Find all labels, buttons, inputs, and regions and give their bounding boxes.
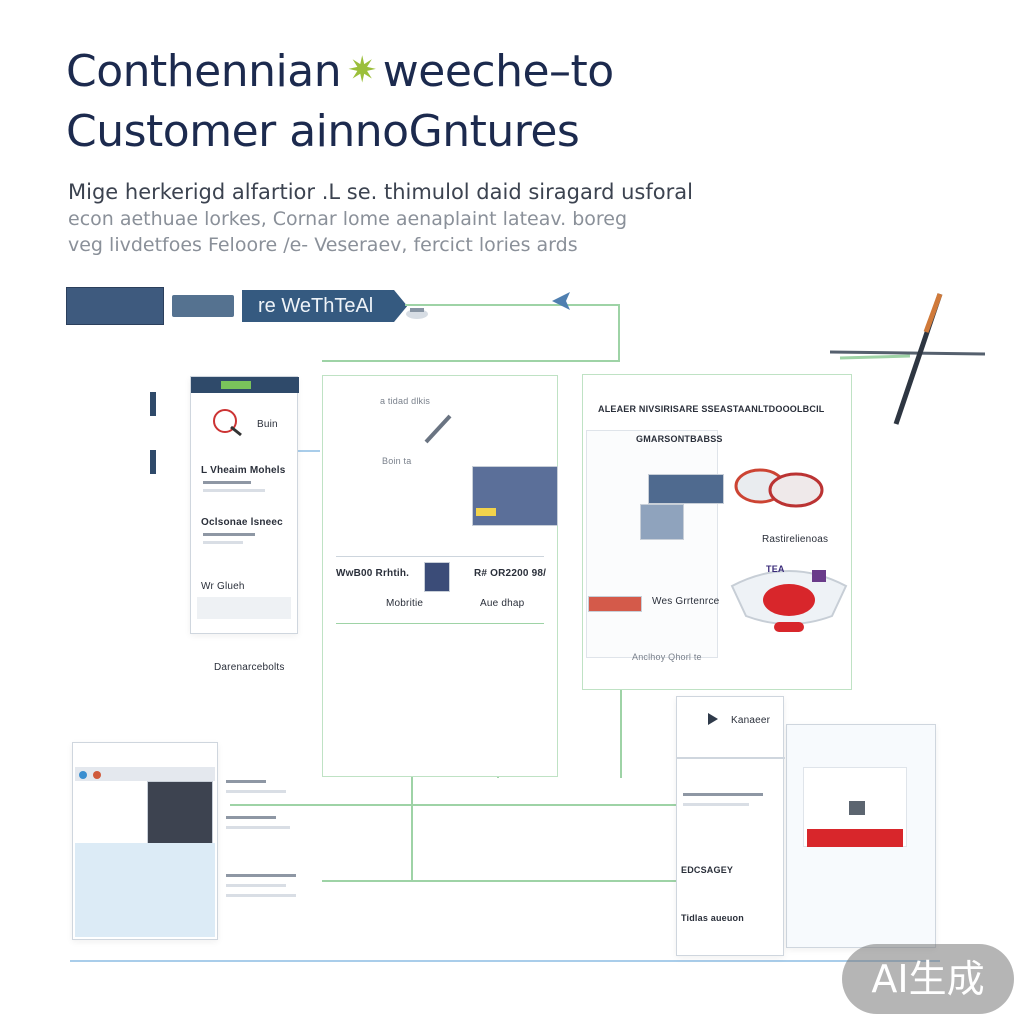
shoe-icon (734, 468, 824, 508)
intro-line-1: Mige herkerigd alfartior .L se. thimulol… (68, 180, 693, 204)
center-row-left: WwB00 Rrhtih. (336, 568, 410, 579)
arrow-right-icon (708, 713, 718, 725)
center-thumb-tag (476, 508, 496, 516)
right-photo-1 (648, 474, 724, 504)
left-edge-mark (150, 450, 156, 474)
card-content-area (75, 843, 215, 937)
card-stripe (203, 541, 243, 544)
page-title-line-2: Customer ainnoGntures (66, 106, 580, 157)
title-part-a: Conthennian (66, 46, 342, 97)
text-stripe (226, 816, 276, 819)
card-item-label: Buin (257, 419, 278, 430)
card-status-badge (221, 381, 251, 389)
card-section-3: Wr Glueh (201, 581, 245, 592)
text-stripe (226, 790, 286, 793)
text-stripe (226, 780, 266, 783)
connector-top (405, 304, 620, 306)
right-label-1: GMARSONTBABSS (636, 434, 723, 444)
right-panel-header: ALEAER NIVSIRISARE SSEASTAANLTDOOOLBCIL (598, 404, 825, 414)
left-card-footer-label: Darenarcebolts (214, 662, 285, 673)
bowl-icon (730, 570, 848, 632)
center-row (336, 556, 544, 624)
card-footer-bar (197, 597, 291, 619)
card-section-2: Oclsonae lsneec (201, 517, 283, 528)
right-label-4: Anclhoy Qhorl te (632, 652, 702, 662)
text-stripe (226, 826, 290, 829)
bottom-right-label-2: Tidlas aueuon (681, 913, 744, 923)
text-stripe (226, 874, 296, 877)
bottom-left-app-card[interactable] (72, 742, 218, 940)
bottom-right-card-back[interactable] (786, 724, 936, 948)
right-badge: TEA (766, 564, 785, 574)
red-action-button[interactable] (807, 829, 903, 847)
pen-icon (830, 293, 986, 425)
card-stripe (203, 489, 265, 492)
brush-icon (424, 414, 452, 444)
connector-bottom-h2 (322, 880, 682, 882)
left-app-card[interactable]: Buin L Vheaim Mohels Oclsonae lsneec Wr … (190, 376, 299, 634)
bottom-right-label-1: EDCSAGEY (681, 865, 734, 875)
card-divider (677, 757, 785, 759)
connector-right-v (620, 660, 622, 778)
center-sub-caption: Boin ta (382, 456, 412, 466)
ai-generated-watermark: AI生成 (842, 944, 1014, 1014)
right-label-2: Rastirelienoas (762, 534, 829, 545)
bottom-right-card-front[interactable]: Kanaeer EDCSAGEY Tidlas aueuon (676, 696, 785, 956)
center-top-caption: a tidad dlkis (380, 396, 431, 406)
card-section-1: L Vheaim Mohels (201, 465, 286, 476)
dot-icon (79, 771, 87, 779)
section-banner: re WeThTeAl (66, 286, 408, 326)
card-photo (147, 781, 213, 845)
text-stripe (683, 793, 763, 796)
text-stripe (226, 884, 286, 887)
sparkle-icon: ✷ (347, 50, 377, 91)
right-inner-card (586, 430, 718, 658)
left-edge-mark (150, 392, 156, 416)
card-stripe (203, 533, 255, 536)
card-inner-icon (849, 801, 865, 815)
card-stripe (203, 481, 251, 484)
intro-line-2: econ aethuae lorkes, Cornar lome aenapla… (68, 208, 628, 230)
pin-icon (406, 308, 428, 319)
bottom-right-title: Kanaeer (731, 715, 771, 726)
banner-logo-block (66, 287, 164, 325)
right-thumb-small (588, 596, 642, 612)
page-title-line-1: Conthennian✷weeche–to (66, 46, 614, 97)
center-row-right: R# OR2200 98/ (474, 568, 547, 579)
dot-icon (93, 771, 101, 779)
banner-tag (172, 295, 234, 317)
banner-label: re WeThTeAl (242, 290, 408, 322)
connector-top-drop (618, 304, 620, 362)
connector-bottom-h (230, 804, 680, 806)
card-toolbar (75, 767, 215, 781)
right-photo-2 (640, 504, 684, 540)
center-row-thumb (424, 562, 450, 592)
connector-mid (322, 360, 620, 362)
text-stripe (683, 803, 749, 806)
center-row-right-sub: Aue dhap (480, 598, 525, 609)
center-row-left-sub: Mobritie (386, 598, 424, 609)
search-icon (213, 409, 242, 437)
right-label-3: Wes Grrtenrce (652, 596, 720, 607)
title-part-b: weeche–to (382, 46, 614, 97)
text-stripe (226, 894, 296, 897)
connector-footer (70, 960, 940, 962)
arrow-left-icon (552, 292, 570, 310)
intro-line-3: veg livdetfoes Feloore /e- Veseraev, fer… (68, 234, 578, 256)
center-photo-thumb (472, 466, 558, 526)
